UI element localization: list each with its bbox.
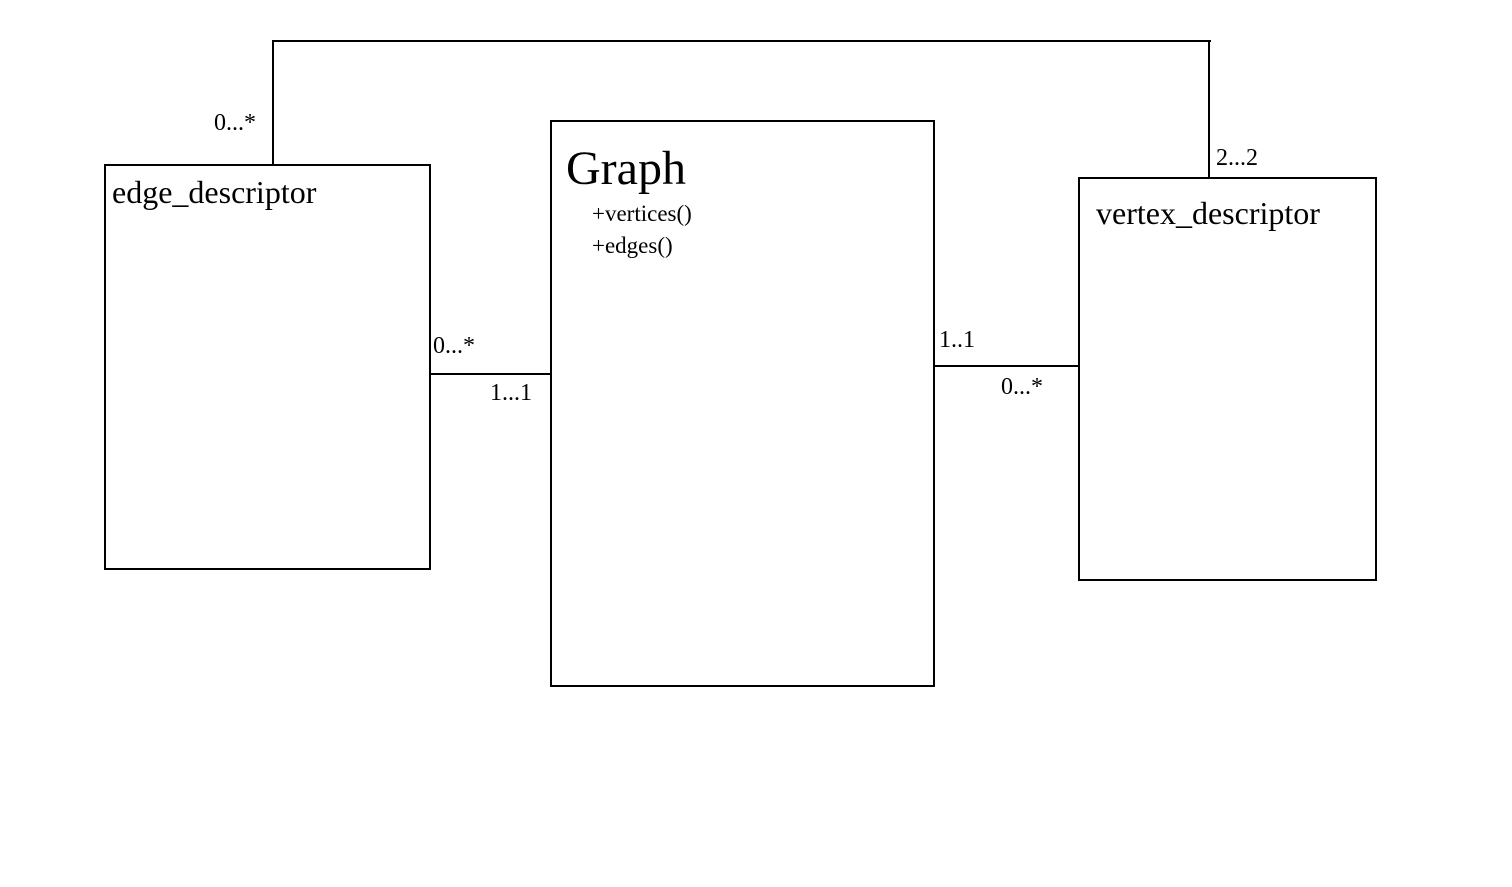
vertex-descriptor-class-box: vertex_descriptor [1078, 177, 1377, 581]
edge-vertex-association-line-vertex-side [1208, 40, 1210, 178]
edge-graph-multiplicity-edge-end: 0...* [433, 333, 475, 359]
graph-operations: +vertices() +edges() [592, 198, 692, 262]
edge-graph-multiplicity-graph-end: 1...1 [490, 380, 532, 406]
edge-vertex-association-line-edge-side [272, 40, 274, 165]
edge-descriptor-class-name: edge_descriptor [112, 174, 317, 210]
graph-operation-vertices: +vertices() [592, 201, 692, 226]
vertex-descriptor-class-name: vertex_descriptor [1096, 195, 1320, 231]
edge-vertex-association-line-top [272, 40, 1211, 42]
graph-vertex-multiplicity-vertex-end: 0...* [1001, 374, 1043, 400]
edge-vertex-multiplicity-edge-end: 0...* [214, 110, 256, 136]
graph-class-box: Graph +vertices() +edges() [550, 120, 935, 687]
edge-vertex-multiplicity-vertex-end: 2...2 [1216, 145, 1258, 171]
graph-operation-edges: +edges() [592, 233, 673, 258]
graph-vertex-association-line [934, 365, 1079, 367]
graph-class-name: Graph [566, 142, 686, 195]
edge-descriptor-class-box: edge_descriptor [104, 164, 431, 570]
edge-graph-association-line [430, 373, 551, 375]
graph-vertex-multiplicity-graph-end: 1..1 [939, 327, 975, 353]
